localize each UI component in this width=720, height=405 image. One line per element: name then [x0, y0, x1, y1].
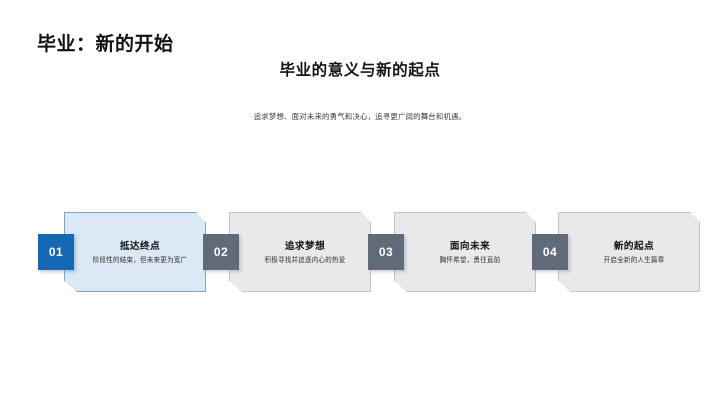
step-card[interactable]: 抵达终点 阶段性的结束，但未来更为宽广 01 [38, 212, 209, 295]
card-description: 积极寻找并追逐内心的热爱 [264, 256, 346, 264]
card-number-badge: 04 [532, 234, 568, 270]
card-text-block: 抵达终点 阶段性的结束，但未来更为宽广 [84, 212, 196, 292]
card-title: 新的起点 [613, 240, 655, 252]
card-title: 抵达终点 [119, 240, 161, 252]
slide-title: 毕业：新的开始 [37, 34, 174, 55]
step-card[interactable]: 新的起点 开启全新的人生篇章 04 [532, 212, 703, 295]
card-text-block: 面向未来 胸怀希望，勇往直前 [414, 212, 526, 292]
card-title: 面向未来 [449, 240, 491, 252]
card-description: 开启全新的人生篇章 [603, 256, 665, 264]
card-panel [558, 212, 700, 292]
content-heading: 毕业的意义与新的起点 [279, 62, 441, 79]
card-description: 胸怀希望，勇往直前 [439, 256, 501, 264]
card-text-block: 追求梦想 积极寻找并追逐内心的热爱 [249, 212, 361, 292]
card-text-block: 新的起点 开启全新的人生篇章 [578, 212, 690, 292]
card-title: 追求梦想 [284, 240, 326, 252]
card-number-badge: 03 [368, 234, 404, 270]
card-number-badge: 02 [203, 234, 239, 270]
card-panel [64, 212, 206, 292]
card-number-badge: 01 [38, 234, 74, 270]
step-card[interactable]: 追求梦想 积极寻找并追逐内心的热爱 02 [203, 212, 374, 295]
card-description: 阶段性的结束，但未来更为宽广 [92, 256, 188, 264]
step-card-row: 抵达终点 阶段性的结束，但未来更为宽广 01 追求梦想 积极寻找并追逐内心的热爱… [0, 212, 720, 302]
content-paragraph: 追求梦想、面对未来的勇气和决心，追寻更广阔的舞台和机遇。 [253, 112, 467, 121]
step-card[interactable]: 面向未来 胸怀希望，勇往直前 03 [368, 212, 539, 295]
